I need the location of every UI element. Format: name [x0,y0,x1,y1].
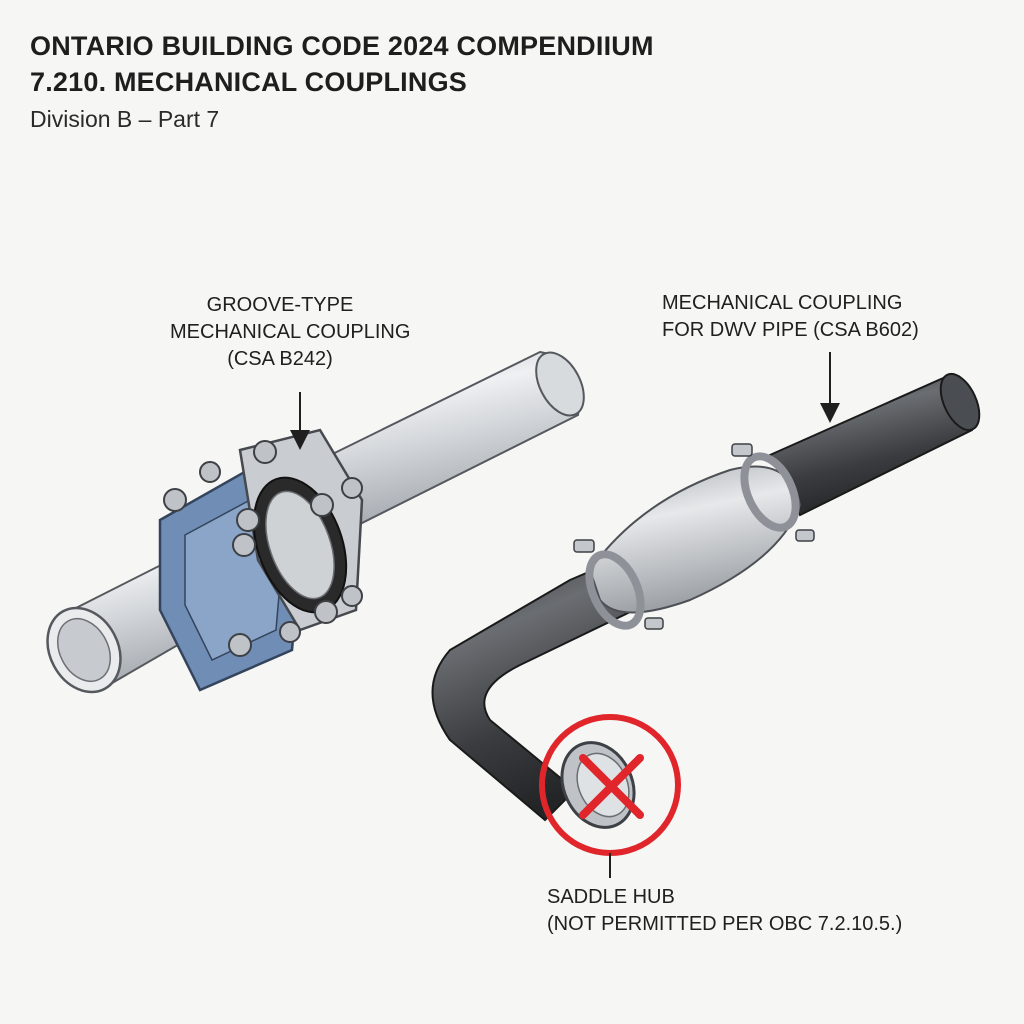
dwv-label-line-2: FOR DWV PIPE (CSA B602) [662,319,919,341]
groove-coupling-assembly [46,350,585,694]
groove-label-line-2: MECHANICAL COUPLING [170,321,411,343]
dwv-coupling-assembly [431,352,981,878]
clamp-band-lower [585,550,645,630]
flange-bolts [163,440,363,657]
dwv-coupling-label: MECHANICAL COUPLING FOR DWV PIPE (CSA B6… [662,290,919,344]
coupling-sleeve [588,465,802,614]
subtitle: Division B – Part 7 [30,106,220,132]
saddle-hub-label: SADDLE HUB (NOT PERMITTED PER OBC 7.2.10… [547,884,902,938]
header: ONTARIO BUILDING CODE 2024 COMPENDIIUM 7… [30,28,654,136]
groove-coupling-label: GROOVE-TYPE MECHANICAL COUPLING (CSA B24… [170,292,411,373]
title-line-2: 7.210. MECHANICAL COUPLINGS [30,67,467,97]
groove-label-line-1: GROOVE-TYPE [206,294,354,316]
clamp-band-upper [740,452,800,532]
dwv-label-line-1: MECHANICAL COUPLING [662,292,903,314]
groove-label-line-3: (CSA B242) [227,348,333,370]
clamp-screws [573,443,815,630]
title-line-1: ONTARIO BUILDING CODE 2024 COMPENDIIUM [30,31,654,61]
hub-label-line-2: (NOT PERMITTED PER OBC 7.2.10.5.) [547,913,903,935]
hub-label-line-1: SADDLE HUB [547,886,675,908]
